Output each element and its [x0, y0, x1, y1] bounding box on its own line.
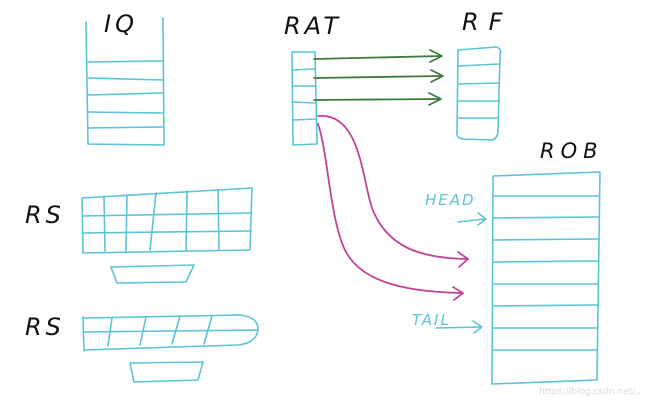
watermark: https://blog.csdn.net/... [539, 387, 644, 397]
rat-to-rf-arrow-2 [313, 69, 444, 83]
rf-register-file [456, 46, 502, 141]
head-pointer-arrow [457, 212, 487, 226]
iq-label: IQ [104, 10, 138, 38]
rs-label-2: RS [25, 313, 65, 341]
rf-label: RF [462, 8, 513, 36]
rat-to-rob-arrow-2 [317, 123, 464, 301]
reservation-station-1 [81, 187, 253, 284]
rob-buffer [491, 171, 601, 385]
rs-label-1: RS [25, 201, 65, 229]
reservation-station-2 [82, 314, 259, 383]
rat-to-rf-arrow-1 [313, 49, 443, 63]
rat-label: RAT [284, 12, 343, 40]
head-label: HEAD [425, 191, 476, 209]
iq-queue [85, 17, 165, 146]
rat-table [291, 51, 318, 146]
rob-label: ROB [540, 139, 604, 163]
tail-label: TAIL [412, 311, 451, 329]
tail-pointer-arrow [435, 320, 483, 334]
rat-to-rob-arrow-1 [317, 115, 469, 268]
rat-to-rf-arrow-3 [313, 92, 442, 106]
